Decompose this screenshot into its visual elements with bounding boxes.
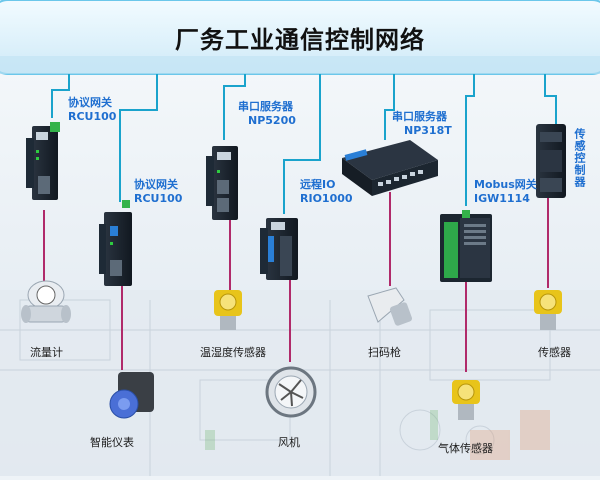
gateway-label-np318t: 串口服务器 NP318T [392,110,452,138]
network-line-rio1000 [283,74,321,214]
field-label-smart-meter: 智能仪表 [90,436,134,449]
network-line-rcu100-b [119,74,158,202]
np5200-device [206,146,238,220]
field-label-sensor: 传感器 [538,346,571,359]
gateway-name: 协议网关 [68,96,112,109]
field-label-fan: 风机 [278,436,300,449]
barcode-scanner-icon [367,287,413,326]
gateway-label-rcu100-a: 协议网关 RCU100 [68,96,116,124]
network-lines [51,74,557,214]
gateway-model: RCU100 [68,110,117,123]
header-banner [0,0,600,75]
field-label-scanner: 扫码枪 [368,346,401,359]
gateway-name: Mobus网关 [474,178,537,191]
gateway-label-rcu100-b: 协议网关 RCU100 [134,178,182,206]
gateway-model: RIO1000 [300,192,353,205]
network-line-rcu100-a [51,74,70,118]
network-line-np5200 [223,74,246,140]
sensor-icon [534,290,562,330]
sensor-controller-device [536,124,566,198]
thermohygro-sensor-icon [214,290,242,330]
gateway-model: IGW1114 [474,192,530,205]
np318t-device [342,140,438,196]
flowmeter-icon [21,280,71,323]
fan-icon [265,366,317,418]
gateway-name: 协议网关 [134,178,178,191]
network-line-np318t [384,74,395,140]
gateway-name: 串口服务器 [392,110,447,123]
rcu100-a-device [26,122,60,200]
field-label-thermohygro: 温湿度传感器 [200,346,266,359]
gas-sensor-icon [452,380,480,420]
rio1000-device [260,218,298,280]
gateway-label-igw1114: Mobus网关 IGW1114 [474,178,537,206]
diagram-title: 厂务工业通信控制网络 [175,26,425,54]
gateway-model: NP318T [404,124,452,137]
smart-meter-icon [109,372,154,419]
gateway-label-sensor-controller: 传感控制器 [572,128,586,188]
network-line-igw1114 [465,74,475,206]
gateway-name: 串口服务器 [238,100,293,113]
gateway-label-rio1000: 远程IO RIO1000 [300,178,353,206]
gateway-model: RCU100 [134,192,183,205]
igw1114-device [440,210,492,282]
gateway-name: 传感控制器 [573,128,586,188]
gateway-model: NP5200 [248,114,296,127]
field-label-gas-sensor: 气体传感器 [438,442,493,455]
rcu100-b-device [99,200,132,286]
gateway-label-np5200: 串口服务器 NP5200 [238,100,296,128]
gateway-name: 远程IO [300,178,336,191]
field-label-flowmeter: 流量计 [30,346,63,359]
serial-lines [43,192,549,372]
network-line-sensor-controller [544,74,557,124]
